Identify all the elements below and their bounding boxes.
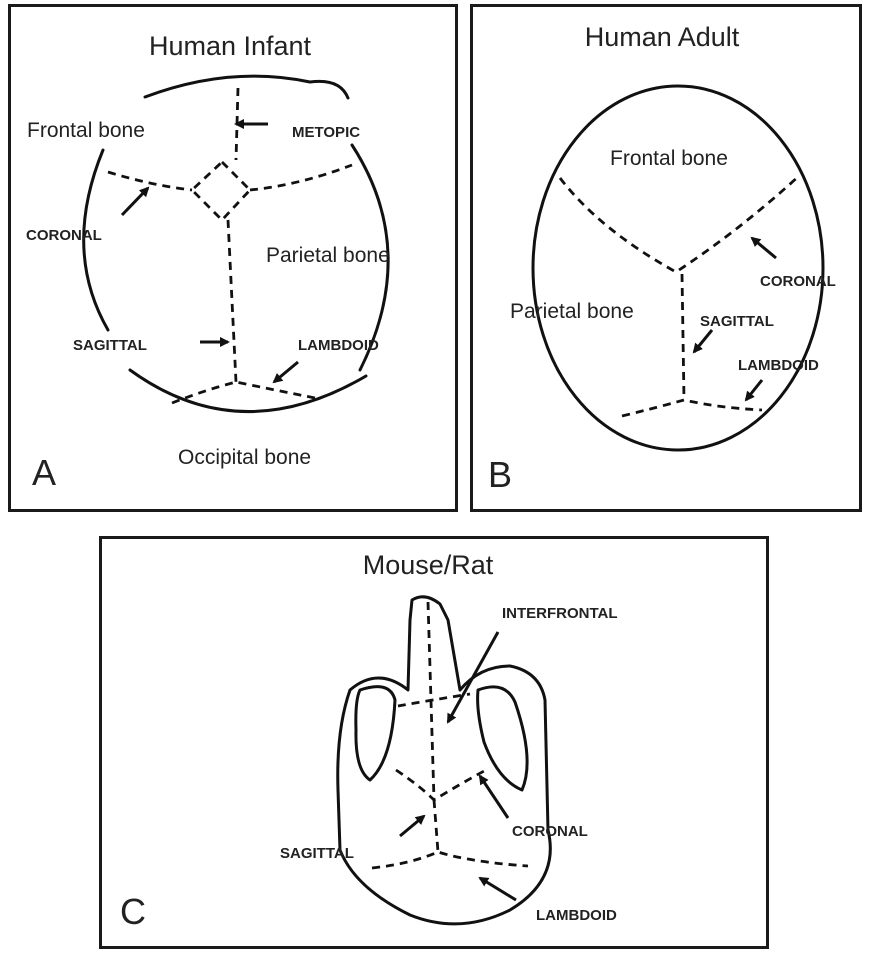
infant-coronal-suture-right xyxy=(250,165,352,190)
rodent-sagittal-arrow xyxy=(400,816,424,836)
rodent-coronal-label: CORONAL xyxy=(512,823,588,840)
adult-coronal-arrow xyxy=(752,238,776,258)
adult-sagittal-label: SAGITTAL xyxy=(700,313,774,330)
panel-a-letter: A xyxy=(32,452,56,493)
rodent-sagittal-suture xyxy=(434,800,438,852)
adult-lambdoid-label: LAMBDOID xyxy=(738,357,819,374)
adult-parietal-bone-label: Parietal bone xyxy=(510,300,634,323)
panel-b-title: Human Adult xyxy=(585,22,740,52)
rodent-coronal-arrow xyxy=(480,776,508,818)
infant-coronal-suture-left xyxy=(108,172,192,190)
infant-lambdoid-suture xyxy=(172,382,315,403)
panel-a-title: Human Infant xyxy=(149,31,312,61)
infant-lambdoid-arrow xyxy=(274,362,298,382)
infant-coronal-label: CORONAL xyxy=(26,227,102,244)
adult-lambdoid-suture xyxy=(622,400,762,416)
infant-sagittal-suture xyxy=(228,220,236,382)
panel-c-letter: C xyxy=(120,891,146,932)
adult-skull-outline xyxy=(533,86,823,450)
rodent-lambdoid-arrow xyxy=(480,878,516,900)
panel-b-letter: B xyxy=(488,454,512,495)
infant-parietal-bone-label: Parietal bone xyxy=(266,244,390,267)
adult-sagittal-suture xyxy=(682,274,684,400)
rodent-skull-outline xyxy=(338,597,551,924)
infant-frontal-bone-label: Frontal bone xyxy=(27,119,145,142)
adult-skull xyxy=(533,86,823,450)
left-eye-socket xyxy=(356,687,395,780)
rodent-lambdoid-suture xyxy=(372,852,528,868)
right-eye-socket xyxy=(478,687,528,790)
adult-lambdoid-arrow xyxy=(746,380,762,400)
rodent-lambdoid-label: LAMBDOID xyxy=(536,907,617,924)
infant-coronal-arrow xyxy=(122,188,148,215)
adult-sagittal-arrow xyxy=(694,330,712,352)
infant-lambdoid-label: LAMBDOID xyxy=(298,337,379,354)
infant-skull-top-outline xyxy=(145,76,348,98)
adult-coronal-suture xyxy=(560,175,800,272)
rodent-coronal-suture xyxy=(396,770,486,800)
rodent-sagittal-label: SAGITTAL xyxy=(280,845,354,862)
infant-sagittal-label: SAGITTAL xyxy=(73,337,147,354)
infant-occipital-bone-label: Occipital bone xyxy=(178,446,311,469)
rodent-skull xyxy=(338,597,551,924)
metopic-label: METOPIC xyxy=(292,124,360,141)
adult-coronal-label: CORONAL xyxy=(760,273,836,290)
infant-skull-bottom-outline xyxy=(130,370,366,412)
adult-frontal-bone-label: Frontal bone xyxy=(610,147,728,170)
panel-c-title: Mouse/Rat xyxy=(363,550,494,580)
fontanelle xyxy=(192,162,250,220)
interfrontal-label: INTERFRONTAL xyxy=(502,605,618,622)
interfrontal-arrow xyxy=(448,632,498,722)
